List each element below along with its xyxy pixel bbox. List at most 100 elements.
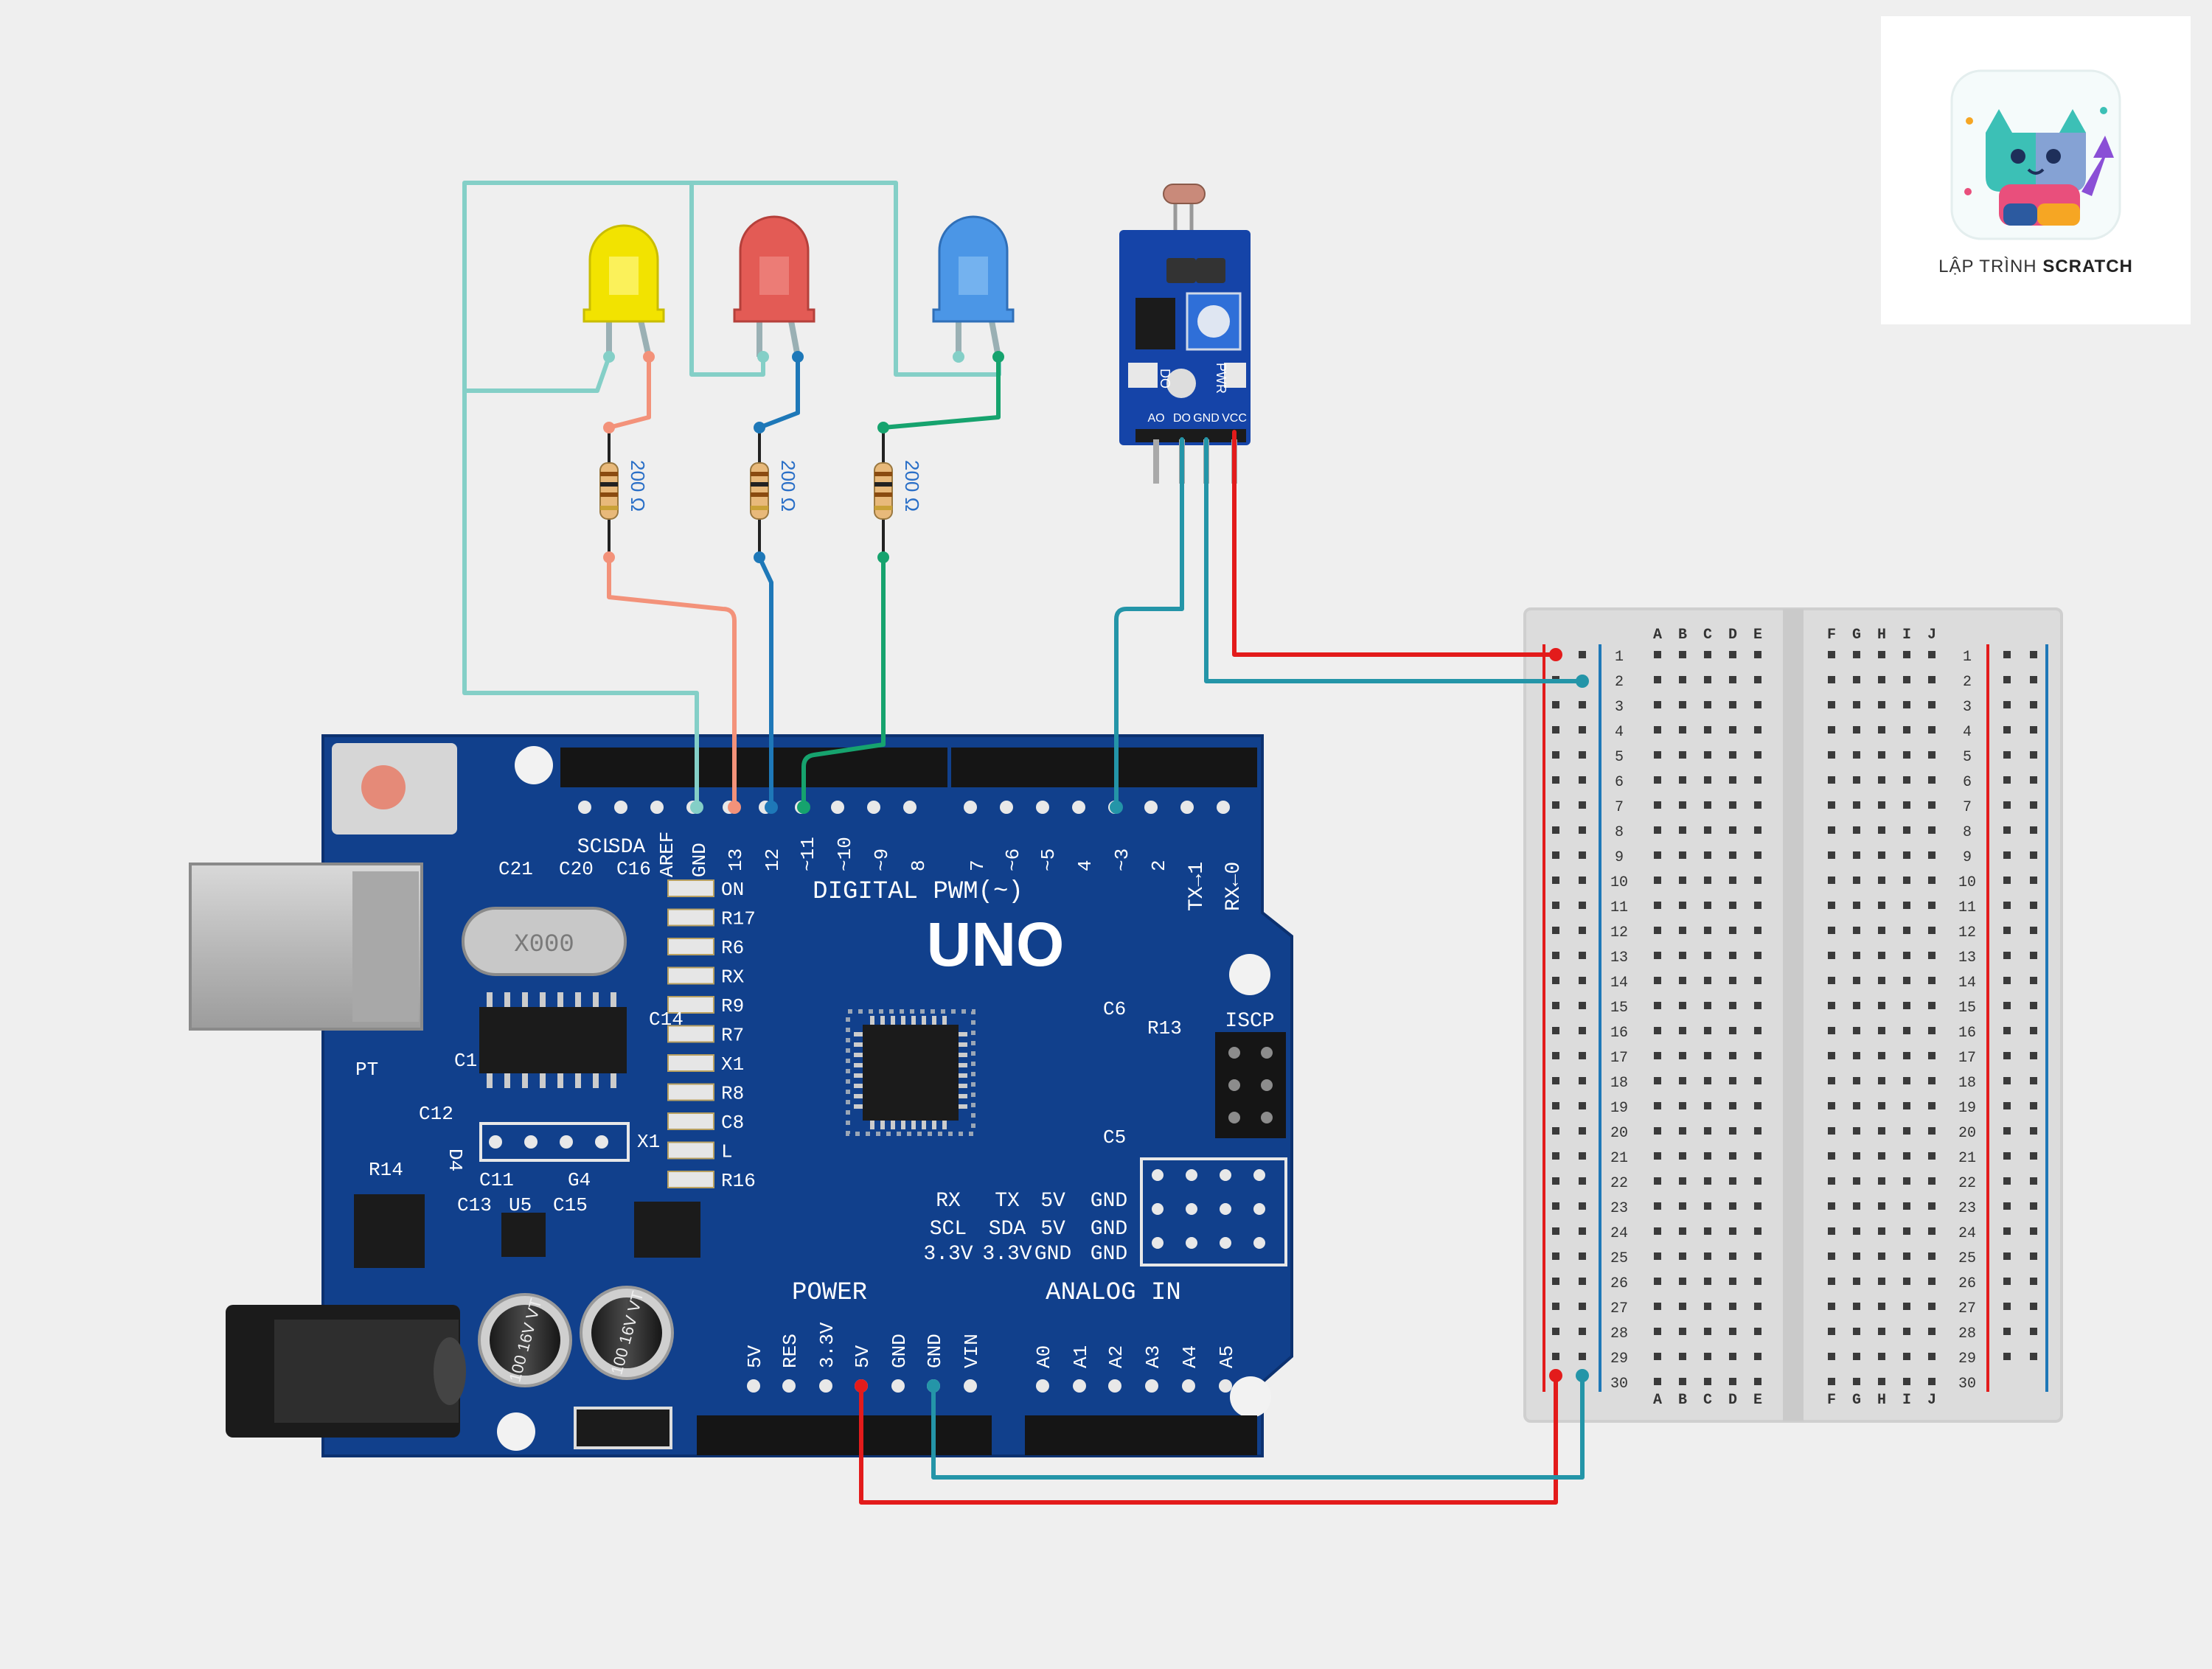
breadboard-hole[interactable] (1828, 676, 1835, 683)
breadboard-rail-hole[interactable] (1579, 751, 1586, 759)
power-pin[interactable] (819, 1379, 832, 1393)
breadboard-hole[interactable] (1828, 977, 1835, 984)
breadboard-hole[interactable] (1754, 1202, 1761, 1210)
breadboard-hole[interactable] (1704, 902, 1711, 909)
breadboard-hole[interactable] (1878, 851, 1885, 859)
breadboard-hole[interactable] (1679, 801, 1686, 809)
breadboard-hole[interactable] (1878, 902, 1885, 909)
breadboard-rail-hole[interactable] (2030, 1278, 2037, 1285)
breadboard-hole[interactable] (1679, 1102, 1686, 1109)
breadboard-hole[interactable] (1853, 1127, 1860, 1135)
breadboard-rail-hole[interactable] (2030, 1102, 2037, 1109)
breadboard-hole[interactable] (1828, 1152, 1835, 1160)
breadboard-rail-hole[interactable] (2030, 1152, 2037, 1160)
breadboard-hole[interactable] (1754, 952, 1761, 959)
breadboard-hole[interactable] (1878, 1278, 1885, 1285)
breadboard-hole[interactable] (1903, 1002, 1910, 1009)
breadboard-rail-hole[interactable] (1579, 1252, 1586, 1260)
breadboard-hole[interactable] (1928, 927, 1935, 934)
breadboard-hole[interactable] (1853, 1052, 1860, 1059)
breadboard-rail-hole[interactable] (1579, 1177, 1586, 1185)
breadboard-hole[interactable] (1853, 1027, 1860, 1034)
header-pin[interactable] (1253, 1237, 1265, 1249)
breadboard-hole[interactable] (1704, 1328, 1711, 1335)
breadboard-hole[interactable] (1878, 1378, 1885, 1385)
breadboard-hole[interactable] (1679, 1378, 1686, 1385)
power-pin[interactable] (747, 1379, 760, 1393)
breadboard-hole[interactable] (1828, 1077, 1835, 1084)
breadboard-hole[interactable] (1754, 1278, 1761, 1285)
breadboard-hole[interactable] (1928, 1077, 1935, 1084)
breadboard-hole[interactable] (1828, 701, 1835, 708)
breadboard-hole[interactable] (1903, 1202, 1910, 1210)
breadboard-hole[interactable] (1679, 977, 1686, 984)
breadboard-hole[interactable] (1928, 1027, 1935, 1034)
breadboard-hole[interactable] (1878, 751, 1885, 759)
breadboard-hole[interactable] (1654, 1378, 1661, 1385)
breadboard-hole[interactable] (1754, 877, 1761, 884)
breadboard-rail-hole[interactable] (2003, 776, 2011, 784)
breadboard-hole[interactable] (1928, 751, 1935, 759)
header-pin[interactable] (867, 801, 880, 814)
header-pin[interactable] (1220, 1169, 1231, 1181)
analog-pin[interactable] (1108, 1379, 1121, 1393)
breadboard-hole[interactable] (1903, 1127, 1910, 1135)
breadboard-hole[interactable] (1654, 801, 1661, 809)
power-pin[interactable] (891, 1379, 905, 1393)
header-pin[interactable] (903, 801, 917, 814)
breadboard-rail-hole[interactable] (2003, 726, 2011, 734)
breadboard-hole[interactable] (1903, 1102, 1910, 1109)
breadboard-hole[interactable] (1903, 1152, 1910, 1160)
breadboard-rail-hole[interactable] (2030, 1177, 2037, 1185)
breadboard-rail-hole[interactable] (2030, 851, 2037, 859)
breadboard-hole[interactable] (1754, 851, 1761, 859)
analog-pin[interactable] (1036, 1379, 1049, 1393)
breadboard-hole[interactable] (1654, 1102, 1661, 1109)
breadboard-hole[interactable] (1704, 701, 1711, 708)
breadboard-hole[interactable] (1853, 1152, 1860, 1160)
breadboard-hole[interactable] (1903, 1303, 1910, 1310)
breadboard-hole[interactable] (1704, 651, 1711, 658)
breadboard-hole[interactable] (1654, 927, 1661, 934)
breadboard-hole[interactable] (1729, 1177, 1736, 1185)
breadboard-hole[interactable] (1828, 751, 1835, 759)
breadboard-hole[interactable] (1928, 1202, 1935, 1210)
breadboard-hole[interactable] (1679, 1152, 1686, 1160)
breadboard-rail-hole[interactable] (2003, 1303, 2011, 1310)
breadboard-hole[interactable] (1828, 826, 1835, 834)
breadboard-rail-hole[interactable] (2030, 1027, 2037, 1034)
breadboard-hole[interactable] (1729, 726, 1736, 734)
breadboard-rail-hole[interactable] (1579, 1328, 1586, 1335)
breadboard-hole[interactable] (1828, 776, 1835, 784)
breadboard-hole[interactable] (1903, 1052, 1910, 1059)
breadboard-rail-hole[interactable] (2030, 977, 2037, 984)
breadboard-hole[interactable] (1754, 1177, 1761, 1185)
breadboard-hole[interactable] (1679, 877, 1686, 884)
breadboard-hole[interactable] (1828, 877, 1835, 884)
breadboard-rail-hole[interactable] (2030, 801, 2037, 809)
breadboard-hole[interactable] (1729, 1027, 1736, 1034)
breadboard-hole[interactable] (1704, 676, 1711, 683)
breadboard-hole[interactable] (1878, 826, 1885, 834)
iscp-pin[interactable] (1228, 1079, 1240, 1091)
breadboard-hole[interactable] (1928, 1177, 1935, 1185)
breadboard-hole[interactable] (1679, 1077, 1686, 1084)
breadboard-hole[interactable] (1754, 1152, 1761, 1160)
breadboard-rail-hole[interactable] (2003, 826, 2011, 834)
breadboard-hole[interactable] (1704, 1177, 1711, 1185)
breadboard-rail-hole[interactable] (1552, 1127, 1559, 1135)
breadboard-hole[interactable] (1903, 776, 1910, 784)
breadboard-rail-hole[interactable] (2030, 1252, 2037, 1260)
breadboard-hole[interactable] (1853, 1202, 1860, 1210)
breadboard-hole[interactable] (1729, 651, 1736, 658)
header-pin[interactable] (1217, 801, 1230, 814)
breadboard-hole[interactable] (1704, 826, 1711, 834)
breadboard-hole[interactable] (1853, 851, 1860, 859)
breadboard-hole[interactable] (1729, 676, 1736, 683)
breadboard-hole[interactable] (1679, 1252, 1686, 1260)
breadboard-hole[interactable] (1828, 1052, 1835, 1059)
breadboard-rail-hole[interactable] (2003, 1278, 2011, 1285)
breadboard-hole[interactable] (1729, 751, 1736, 759)
breadboard-hole[interactable] (1878, 1127, 1885, 1135)
iscp-pin[interactable] (1228, 1112, 1240, 1123)
